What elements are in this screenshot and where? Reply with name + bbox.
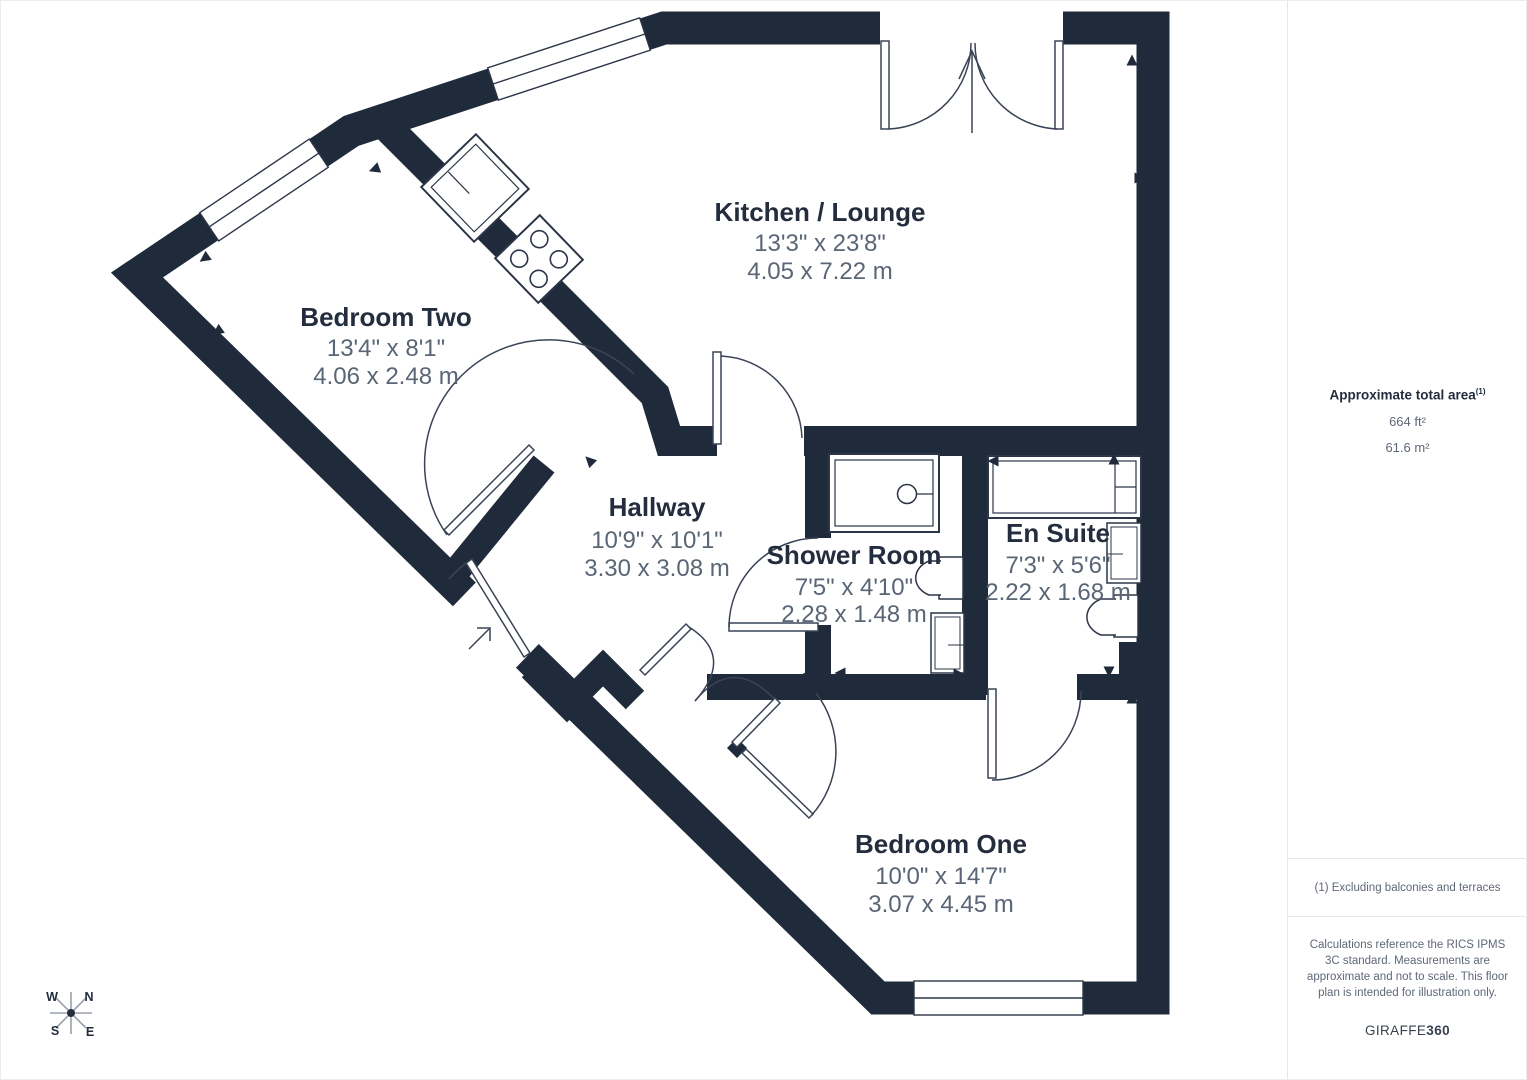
brand-suffix: 360 xyxy=(1426,1023,1451,1038)
room-dims-metric: 2.22 x 1.68 m xyxy=(985,579,1130,606)
room-name: Shower Room xyxy=(767,540,942,570)
compass-east-label: E xyxy=(86,1025,94,1039)
room-dims-metric: 4.05 x 7.22 m xyxy=(747,258,892,285)
room-label-bedroom-two: Bedroom Two 13'4" x 8'1" 4.06 x 2.48 m xyxy=(300,302,471,390)
measure-markers xyxy=(199,54,1154,994)
total-area-title: Approximate total area(1) xyxy=(1288,387,1526,403)
fixtures xyxy=(419,132,1142,674)
room-dims-imperial: 7'3" x 5'6" xyxy=(1006,552,1111,579)
room-label-hallway: Hallway 10'9" x 10'1" 3.30 x 3.08 m xyxy=(584,492,729,582)
toilet xyxy=(914,556,964,600)
hallway-bedroom-one-wall xyxy=(521,649,645,723)
footnote-text: (1) Excluding balconies and terraces xyxy=(1314,881,1501,894)
room-name: En Suite xyxy=(1006,518,1110,548)
wash-basin xyxy=(930,612,965,674)
closet-doors xyxy=(638,622,782,749)
room-name: Bedroom Two xyxy=(300,302,471,332)
room-name: Bedroom One xyxy=(855,829,1027,859)
doors xyxy=(423,40,1082,820)
room-dims-imperial: 10'0" x 14'7" xyxy=(875,863,1007,890)
window xyxy=(486,16,652,102)
toilet xyxy=(1086,594,1139,638)
bath xyxy=(987,455,1142,519)
shower-room-door xyxy=(728,537,819,632)
exit-arrow-icon xyxy=(958,49,986,133)
entry-door xyxy=(448,557,532,659)
room-name: Kitchen / Lounge xyxy=(715,197,926,227)
footnote-box: (1) Excluding balconies and terraces xyxy=(1288,858,1526,917)
room-dims-metric: 2.28 x 1.48 m xyxy=(781,601,926,628)
room-dims-imperial: 10'9" x 10'1" xyxy=(591,527,723,554)
compass-west-label: W xyxy=(46,990,58,1004)
room-dims-metric: 3.07 x 4.45 m xyxy=(868,891,1013,918)
compass-south-label: S xyxy=(51,1024,59,1038)
total-area-title-text: Approximate total area xyxy=(1329,387,1476,403)
total-area-block: Approximate total area(1) 664 ft² 61.6 m… xyxy=(1288,387,1526,455)
room-dims-imperial: 13'4" x 8'1" xyxy=(327,335,445,362)
room-dims-imperial: 7'5" x 4'10" xyxy=(795,574,913,601)
room-label-en-suite: En Suite 7'3" x 5'6" 2.22 x 1.68 m xyxy=(985,518,1130,606)
french-door-opening xyxy=(880,10,1063,46)
window xyxy=(913,980,1084,1016)
disclaimer-block: Calculations reference the RICS IPMS 3C … xyxy=(1288,937,1526,1038)
room-dims-metric: 3.30 x 3.08 m xyxy=(584,555,729,582)
bedroom-two-east-wall xyxy=(435,455,555,593)
floorplan-drawing: W N S E Kitchen / Lounge 13'3" x 23'8" 4… xyxy=(46,10,1170,1039)
total-area-ft: 664 ft² xyxy=(1389,413,1426,429)
entry-arrow-icon xyxy=(468,627,491,650)
compass-rose-icon: W N S E xyxy=(46,990,94,1039)
bedroom-two-door xyxy=(423,339,635,537)
room-dims-imperial: 13'3" x 23'8" xyxy=(754,230,886,257)
window xyxy=(198,138,330,242)
room-name: Hallway xyxy=(609,492,706,522)
total-area-m: 61.6 m² xyxy=(1385,439,1430,455)
brand-prefix: GIRAFFE xyxy=(1364,1023,1427,1038)
room-label-kitchen-lounge: Kitchen / Lounge 13'3" x 23'8" 4.05 x 7.… xyxy=(715,197,926,285)
wash-basin xyxy=(1106,522,1142,584)
hob xyxy=(493,213,585,305)
ensuite-door xyxy=(987,688,1082,781)
room-dims-metric: 4.06 x 2.48 m xyxy=(313,363,458,390)
french-doors xyxy=(880,40,1064,133)
ensuite-corner-pier xyxy=(1119,642,1157,691)
shower-tray xyxy=(828,453,940,533)
giraffe360-logo: GIRAFFE360 xyxy=(1288,1023,1526,1038)
compass-north-label: N xyxy=(84,990,93,1004)
outer-wall xyxy=(110,11,1170,1015)
info-sidebar: Approximate total area(1) 664 ft² 61.6 m… xyxy=(1287,1,1526,1079)
disclaimer-text: Calculations reference the RICS IPMS 3C … xyxy=(1306,939,1509,999)
room-label-bedroom-one: Bedroom One 10'0" x 14'7" 3.07 x 4.45 m xyxy=(855,829,1027,918)
kitchen-sink xyxy=(419,132,531,244)
kitchen-door xyxy=(712,351,803,445)
room-label-shower-room: Shower Room 7'5" x 4'10" 2.28 x 1.48 m xyxy=(767,540,942,628)
footnote-marker: (1) xyxy=(1475,387,1486,396)
bedroom-one-door xyxy=(740,692,837,820)
